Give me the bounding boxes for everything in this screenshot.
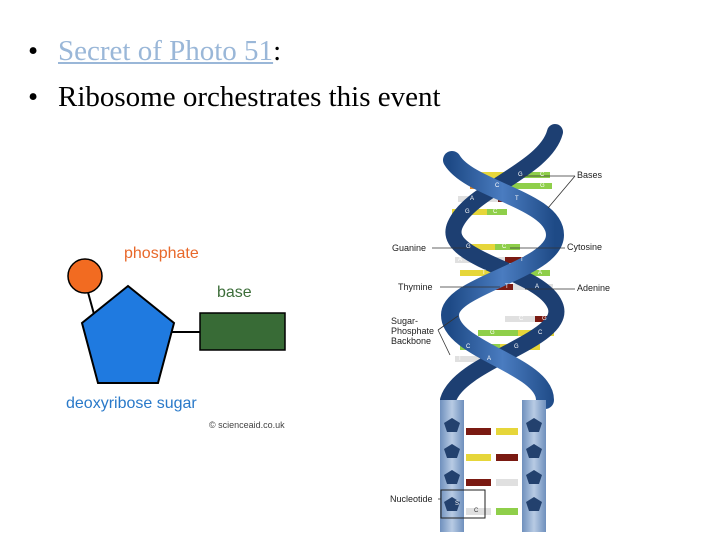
photo51-link[interactable]: Secret of Photo 51 xyxy=(58,35,274,67)
base-letter: A xyxy=(470,196,475,202)
nucleotide-highlight-box xyxy=(440,489,486,519)
bullet-suffix: : xyxy=(273,35,282,67)
label-guanine: Guanine xyxy=(392,243,427,253)
label-nucleotide: Nucleotide xyxy=(390,494,433,504)
bullet-list: •Secret of Photo 51: •Ribosome orchestra… xyxy=(28,28,441,120)
label-cytosine: Cytosine xyxy=(567,242,603,252)
label-adenine: Adenine xyxy=(577,283,611,293)
base-letter: T xyxy=(520,257,524,263)
base-rect xyxy=(199,312,286,351)
base-letter: T xyxy=(482,270,486,276)
ladder-rungs xyxy=(466,428,518,515)
base-letter: S xyxy=(455,501,460,507)
callout-lines xyxy=(432,175,576,500)
label-backbone-line: Sugar- xyxy=(391,316,419,326)
bullet-item: •Secret of Photo 51: xyxy=(28,35,282,67)
base-letter: G xyxy=(466,244,471,250)
sugar-pentagon xyxy=(80,284,176,384)
bullet-item: •Ribosome orchestrates this event xyxy=(28,81,441,113)
base-letter: T xyxy=(505,284,509,290)
base-letter: G xyxy=(490,330,495,336)
base-letter: A xyxy=(535,284,540,290)
base-letter: C xyxy=(538,330,543,336)
base-letter: C xyxy=(495,183,500,189)
base-letter: G xyxy=(542,316,547,322)
base-letter: G xyxy=(540,183,545,189)
base-letter: C xyxy=(502,244,507,250)
bullet-text: Ribosome orchestrates this event xyxy=(58,81,441,113)
label-thymine: Thymine xyxy=(398,282,433,292)
credit-text: © scienceaid.co.uk xyxy=(209,420,285,430)
helix-front-strand xyxy=(440,151,565,409)
base-letter: A xyxy=(458,257,463,263)
base-letter: T xyxy=(458,356,462,362)
label-bases: Bases xyxy=(577,170,603,180)
base-letter: G xyxy=(514,344,519,350)
phosphate-circle xyxy=(67,258,103,294)
base-letter: C xyxy=(519,316,524,322)
base-letter: T xyxy=(515,196,519,202)
sugar-label: deoxyribose sugar xyxy=(66,395,197,412)
base-letter: G xyxy=(518,172,523,178)
base-letter: C xyxy=(474,508,479,514)
base-letter: C xyxy=(493,209,498,215)
base-letter: C xyxy=(466,344,471,350)
base-letter: A xyxy=(538,270,543,276)
base-letter: G xyxy=(465,209,470,215)
label-backbone: Sugar- Phosphate Backbone xyxy=(391,316,434,346)
label-backbone-line: Backbone xyxy=(391,336,432,346)
ladder-phosphates xyxy=(444,418,542,511)
label-backbone-line: Phosphate xyxy=(391,326,435,336)
helix-back-strand xyxy=(440,124,565,408)
base-letter: C xyxy=(540,172,545,178)
phosphate-label: phosphate xyxy=(124,245,199,262)
base-letter: A xyxy=(487,356,492,362)
base-label: base xyxy=(217,284,252,301)
